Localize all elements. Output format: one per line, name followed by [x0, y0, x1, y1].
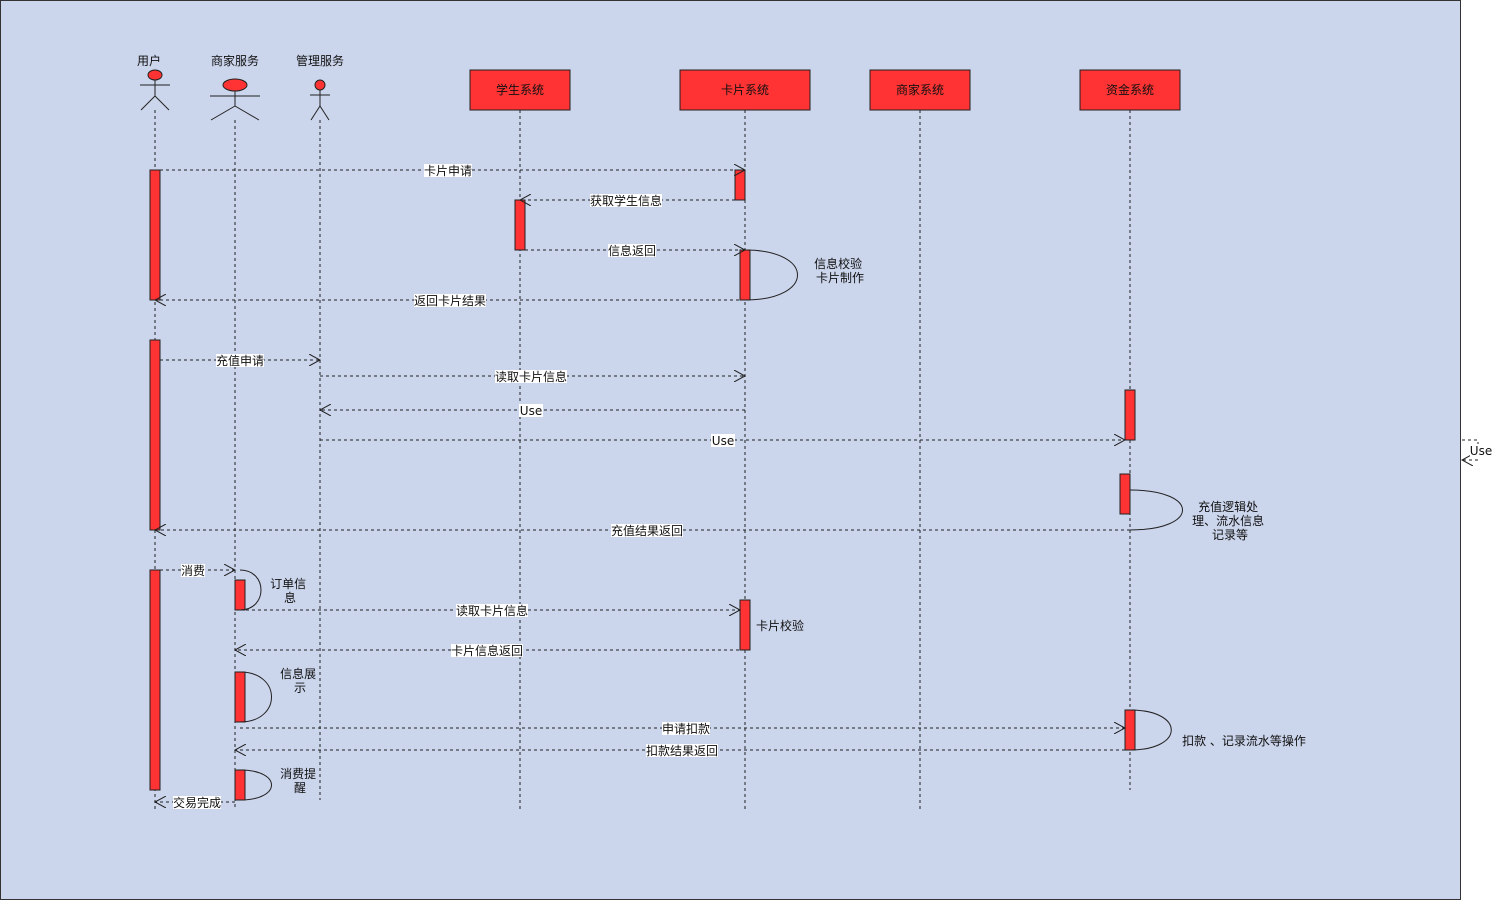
- stick-figure-icon: [140, 69, 170, 111]
- self-note: 卡片校验: [756, 618, 804, 633]
- msg-label-box: Use: [711, 434, 735, 448]
- actor-admin-svc[interactable]: 管理服务: [296, 53, 344, 121]
- msg-label-box: 返回卡片结果: [414, 294, 486, 308]
- msg-label: 读取卡片信息: [456, 603, 528, 618]
- actor-merchant-svc-label: 商家服务: [211, 53, 259, 68]
- system-card-label: 卡片系统: [721, 83, 769, 97]
- message-labels: 卡片申请 获取学生信息 信息返回 返回卡片结果 充值申请 读取卡片信息 Use …: [173, 164, 1492, 810]
- msg-label: 扣款结果返回: [646, 744, 718, 758]
- activations: [149, 169, 1136, 801]
- msg-label: 申请扣款: [662, 722, 710, 736]
- msg-label: 读取卡片信息: [495, 369, 567, 384]
- activation-bar: [514, 199, 526, 251]
- stick-figure-icon: [210, 78, 260, 121]
- activation-bar: [234, 671, 246, 723]
- msg-label: 充值申请: [216, 353, 264, 368]
- msg-label-box: 读取卡片信息: [495, 369, 567, 384]
- activation-bar: [149, 569, 161, 791]
- msg-label: Use: [520, 404, 542, 418]
- msg-label-box: 扣款结果返回: [646, 744, 718, 758]
- actor-user-label: 用户: [137, 53, 161, 68]
- self-loops: [239, 249, 1183, 801]
- self-note: 消费提 醒: [280, 766, 320, 795]
- msg-label: 交易完成: [173, 795, 221, 810]
- activation-bar: [734, 169, 746, 201]
- msg-label: 获取学生信息: [590, 193, 662, 208]
- self-note: 信息展 示: [280, 666, 320, 695]
- msg-label: 消费: [181, 564, 205, 578]
- activation-bar: [1124, 389, 1136, 441]
- activation-bar: [234, 769, 246, 801]
- msg-label-box: 卡片信息返回: [451, 643, 523, 658]
- activation-bar: [1124, 709, 1136, 751]
- msg-label-box: 卡片申请: [424, 164, 472, 178]
- actor-merchant-svc[interactable]: 商家服务: [210, 53, 260, 121]
- system-student-label: 学生系统: [496, 82, 544, 97]
- actor-admin-svc-label: 管理服务: [296, 53, 344, 68]
- self-loop: [1129, 709, 1172, 751]
- activation-bar: [149, 339, 161, 531]
- stick-figure-icon: [310, 79, 330, 121]
- self-loop: [239, 769, 272, 801]
- self-loop: [1129, 489, 1183, 531]
- activation-bar: [149, 169, 161, 301]
- self-note: 充值逻辑处 理、流水信息 记录等: [1192, 499, 1268, 542]
- msg-label-box: 读取卡片信息: [456, 603, 528, 618]
- activation-bar: [739, 599, 751, 651]
- self-notes: 信息校验 卡片制作 充值逻辑处 理、流水信息 记录等 订单信 息 卡片校验 信息…: [270, 256, 1306, 795]
- msg-label: Use: [712, 434, 734, 448]
- msg-label: 信息返回: [608, 243, 656, 258]
- diagram-canvas: [0, 0, 1461, 900]
- msg-label-box: 充值申请: [216, 353, 264, 368]
- activation-bar: [234, 579, 246, 611]
- msg-label-box: 申请扣款: [662, 722, 710, 736]
- msg-label-box: 充值结果返回: [611, 523, 683, 538]
- self-loop: [239, 569, 262, 611]
- msg-label: 充值结果返回: [611, 523, 683, 538]
- activation-bar: [739, 249, 751, 301]
- msg-label-box: 获取学生信息: [590, 193, 662, 208]
- msg-label: 卡片信息返回: [451, 643, 523, 658]
- system-fund[interactable]: 资金系统: [1079, 69, 1181, 111]
- msg-label: 卡片申请: [424, 164, 472, 178]
- stray-label: Use: [1470, 444, 1492, 458]
- system-fund-label: 资金系统: [1106, 82, 1154, 97]
- system-student[interactable]: 学生系统: [469, 69, 571, 111]
- msg-label-box: 信息返回: [608, 243, 656, 258]
- system-card[interactable]: 卡片系统: [679, 69, 811, 111]
- msg-label: 返回卡片结果: [414, 294, 486, 308]
- activation-bar: [1119, 473, 1131, 515]
- msg-label-box: Use: [519, 404, 543, 418]
- system-merchant-label: 商家系统: [896, 82, 944, 97]
- self-note: 扣款 、记录流水等操作: [1182, 733, 1306, 748]
- self-note: 订单信 息: [270, 577, 310, 605]
- actor-user[interactable]: 用户: [137, 53, 170, 111]
- stray-label-box: Use: [1470, 444, 1492, 458]
- self-note: 信息校验 卡片制作: [814, 256, 866, 285]
- self-loop: [239, 671, 272, 723]
- msg-label-box: 交易完成: [173, 795, 221, 810]
- system-merchant[interactable]: 商家系统: [869, 69, 971, 111]
- self-loop: [744, 249, 798, 301]
- msg-label-box: 消费: [181, 564, 205, 578]
